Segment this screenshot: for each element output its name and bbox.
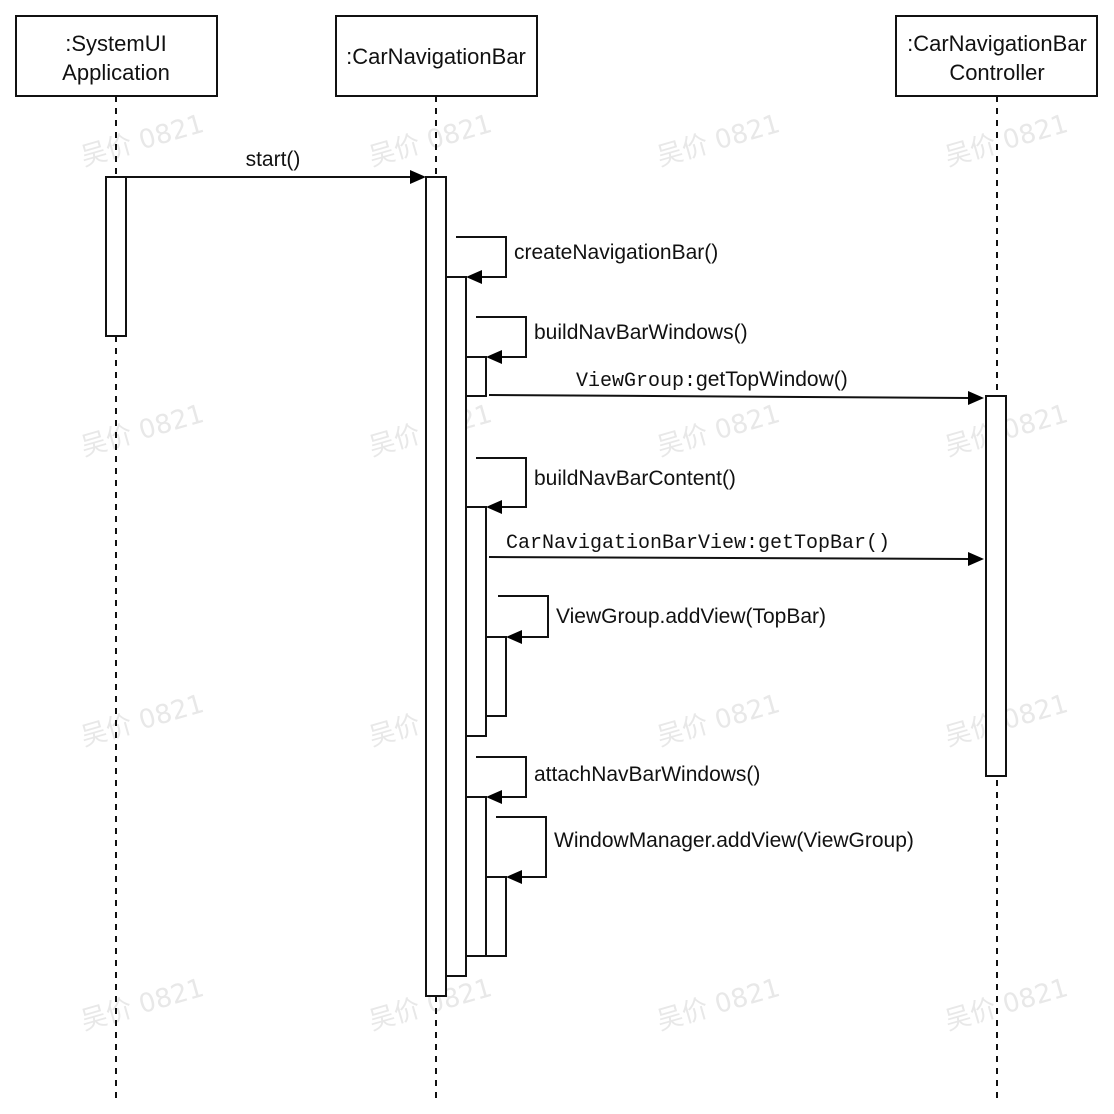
message-label: attachNavBarWindows() [534, 763, 760, 786]
message-attach-nav-bar-windows: attachNavBarWindows() [476, 756, 760, 804]
message-label: start() [246, 148, 301, 171]
watermark: 吴价 0821 [654, 399, 784, 463]
arrowhead-icon [506, 870, 522, 884]
activation-create-navigation-bar [445, 276, 467, 977]
message-window-manager-add-view: WindowManager.addView(ViewGroup) [496, 816, 914, 884]
watermark: 吴价 0821 [78, 689, 208, 753]
message-add-view-topbar: ViewGroup.addView(TopBar) [498, 595, 826, 644]
activation-carnavbar-start [425, 176, 447, 997]
participant-label-line2: Controller [949, 60, 1044, 85]
message-line [496, 816, 547, 878]
message-label: createNavigationBar() [514, 241, 718, 264]
activation-build-nav-bar-content [465, 506, 487, 737]
message-line [488, 394, 971, 399]
message-label: ViewGroup:getTopWindow() [576, 368, 848, 393]
activation-controller [985, 395, 1007, 777]
arrowhead-icon [486, 350, 502, 364]
message-label: WindowManager.addView(ViewGroup) [554, 829, 914, 852]
activation-window-manager-add-view [485, 876, 507, 957]
participant-label-line1: :CarNavigationBar [907, 31, 1087, 56]
message-line [456, 236, 507, 278]
message-build-nav-bar-content: buildNavBarContent() [476, 457, 736, 514]
watermark: 吴价 0821 [366, 109, 496, 173]
arrowhead-icon [968, 391, 984, 405]
message-get-top-bar: CarNavigationBarView:getTopBar() [488, 532, 984, 566]
activation-systemui [105, 176, 127, 337]
watermark: 吴价 0821 [78, 973, 208, 1037]
participant-box [895, 15, 1098, 97]
message-get-top-window: ViewGroup:getTopWindow() [488, 368, 984, 405]
message-line [488, 556, 971, 560]
activation-build-nav-bar-windows [465, 356, 487, 397]
participant-carnavbar[interactable]: :CarNavigationBar [335, 15, 538, 97]
arrowhead-icon [968, 552, 984, 566]
watermark: 吴价 0821 [654, 109, 784, 173]
participant-label-line2: Application [62, 60, 170, 85]
message-build-nav-bar-windows: buildNavBarWindows() [476, 316, 748, 364]
message-line [498, 595, 549, 638]
participant-label-line1: :CarNavigationBar [346, 44, 526, 69]
participant-label-line1: :SystemUI [65, 31, 166, 56]
watermark: 吴价 0821 [942, 109, 1072, 173]
message-line [476, 457, 527, 508]
arrowhead-icon [486, 790, 502, 804]
message-line [476, 316, 527, 358]
message-label: CarNavigationBarView:getTopBar() [506, 532, 890, 555]
activation-attach-nav-bar-windows [465, 796, 487, 957]
arrowhead-icon [410, 170, 426, 184]
message-label: buildNavBarContent() [534, 467, 736, 490]
message-label-method: getTopWindow() [696, 368, 848, 391]
arrowhead-icon [466, 270, 482, 284]
participant-systemui[interactable]: :SystemUI Application [15, 15, 218, 97]
message-create-navigation-bar: createNavigationBar() [456, 236, 718, 284]
watermark: 吴价 0821 [78, 399, 208, 463]
message-label-type: ViewGroup: [576, 370, 696, 393]
watermark: 吴价 0821 [942, 973, 1072, 1037]
participant-controller[interactable]: :CarNavigationBar Controller [895, 15, 1098, 97]
watermark: 吴价 0821 [78, 109, 208, 173]
message-line [476, 756, 527, 798]
message-start: start() [126, 148, 426, 184]
message-label: buildNavBarWindows() [534, 321, 748, 344]
arrowhead-icon [506, 630, 522, 644]
arrowhead-icon [486, 500, 502, 514]
activation-add-view-topbar [485, 636, 507, 717]
participant-box [335, 15, 538, 97]
watermark: 吴价 0821 [654, 689, 784, 753]
participant-box [15, 15, 218, 97]
watermark: 吴价 0821 [654, 973, 784, 1037]
message-label: ViewGroup.addView(TopBar) [556, 605, 826, 628]
